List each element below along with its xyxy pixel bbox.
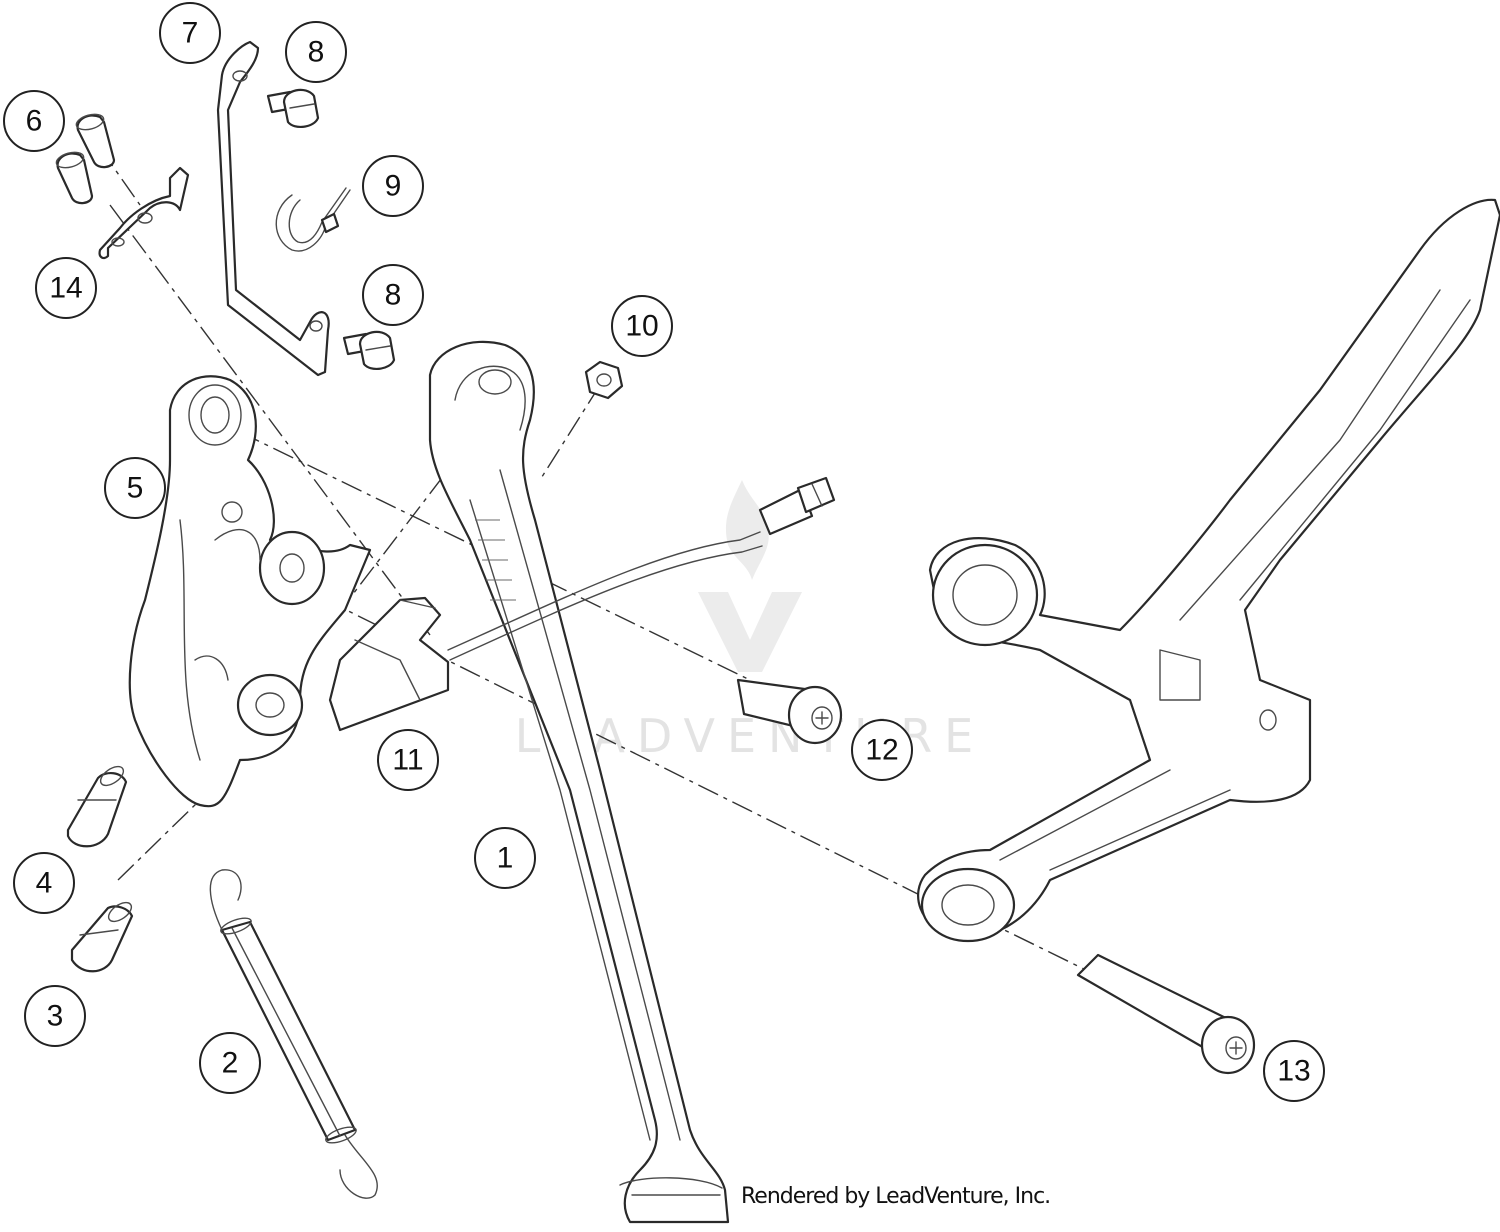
callout-9[interactable]: 9 [362, 155, 424, 217]
part-bushing-4[interactable] [66, 763, 128, 848]
wv-logo-mark [698, 592, 802, 672]
rendered-by-credit: Rendered by LeadVenture, Inc. [741, 1184, 1051, 1209]
svg-text:3: 3 [47, 1000, 64, 1033]
callout-10[interactable]: 10 [611, 295, 673, 357]
callout-14[interactable]: 14 [35, 257, 97, 319]
part-bushing-3[interactable] [70, 899, 135, 973]
part-nut[interactable] [584, 360, 624, 400]
svg-text:1: 1 [497, 842, 514, 875]
part-side-stand[interactable] [428, 340, 730, 1224]
callout-8-bottom[interactable]: 8 [362, 264, 424, 326]
svg-text:8: 8 [385, 279, 402, 312]
part-footrest-bracket [917, 198, 1500, 943]
callout-3[interactable]: 3 [24, 985, 86, 1047]
callout-8-top[interactable]: 8 [285, 21, 347, 83]
part-holder-plate[interactable] [216, 40, 330, 377]
svg-text:11: 11 [392, 744, 423, 777]
svg-text:12: 12 [865, 734, 898, 767]
callout-12[interactable]: 12 [851, 719, 913, 781]
callout-1[interactable]: 1 [474, 827, 536, 889]
part-bolt-8a[interactable] [266, 88, 320, 128]
callout-6[interactable]: 6 [3, 90, 65, 152]
flame-icon [725, 480, 769, 580]
part-spring[interactable] [209, 869, 378, 1199]
part-rivets[interactable] [55, 112, 116, 205]
svg-text:8: 8 [308, 36, 325, 69]
callouts: 1 2 3 4 5 6 7 8 [3, 2, 1325, 1102]
callout-13[interactable]: 13 [1263, 1040, 1325, 1102]
callout-5[interactable]: 5 [104, 457, 166, 519]
svg-text:7: 7 [182, 17, 199, 50]
svg-text:10: 10 [625, 310, 658, 343]
svg-text:5: 5 [127, 472, 144, 505]
svg-text:2: 2 [222, 1047, 239, 1080]
callout-7[interactable]: 7 [159, 2, 221, 64]
svg-text:4: 4 [36, 867, 53, 900]
part-switch-cable[interactable] [328, 476, 836, 732]
callout-4[interactable]: 4 [13, 852, 75, 914]
part-bolt-8b[interactable] [342, 330, 396, 370]
part-plate-14[interactable] [98, 166, 190, 260]
svg-text:6: 6 [26, 105, 43, 138]
part-pivot-bolt[interactable] [736, 678, 843, 745]
part-bracket[interactable] [128, 375, 372, 808]
svg-text:13: 13 [1277, 1055, 1310, 1088]
part-cable-tie[interactable] [275, 187, 351, 252]
callout-11[interactable]: 11 [377, 729, 439, 791]
part-long-bolt[interactable] [1076, 953, 1256, 1075]
svg-text:9: 9 [385, 170, 402, 203]
callout-2[interactable]: 2 [199, 1032, 261, 1094]
svg-text:14: 14 [49, 272, 82, 305]
